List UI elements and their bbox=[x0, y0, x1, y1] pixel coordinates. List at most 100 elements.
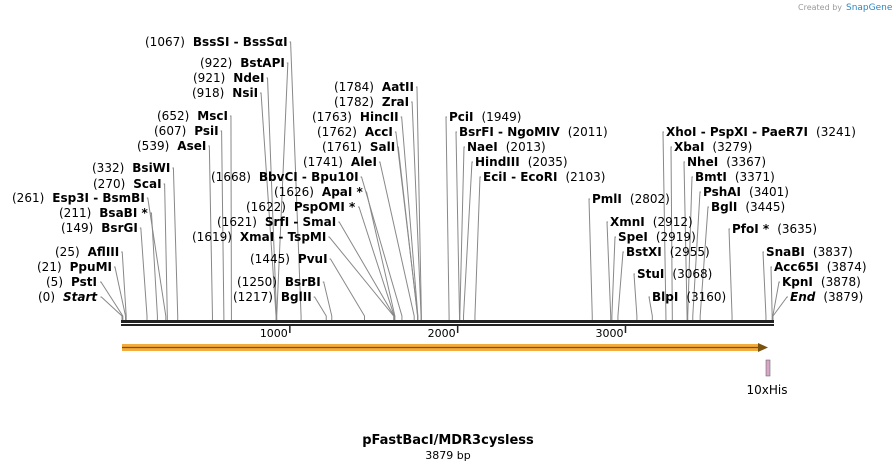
site-label[interactable]: (25)AflIII bbox=[55, 245, 119, 259]
site-label[interactable]: (921)NdeI bbox=[193, 71, 265, 85]
site-text[interactable]: (922)BstAPI bbox=[200, 56, 285, 70]
site-text[interactable]: SnaBI(3837) bbox=[766, 245, 853, 259]
site-text[interactable]: PmlI(2802) bbox=[592, 192, 670, 206]
site-text[interactable]: (1217)BglII bbox=[233, 290, 312, 304]
site-text[interactable]: (607)PsiI bbox=[154, 124, 219, 138]
site-text[interactable]: (1761)SalI bbox=[322, 140, 395, 154]
site-text[interactable]: (1784)AatII bbox=[334, 80, 414, 94]
site-label[interactable]: SnaBI(3837) bbox=[766, 245, 853, 259]
site-label[interactable]: (1762)AccI bbox=[317, 125, 393, 139]
site-text[interactable]: (261)Esp3I - BsmBI bbox=[12, 191, 145, 205]
site-label[interactable]: (918)NsiI bbox=[192, 86, 258, 100]
site-label[interactable]: EciI - EcoRI(2103) bbox=[483, 170, 605, 184]
site-label[interactable]: (21)PpuMI bbox=[37, 260, 112, 274]
site-text[interactable]: (1626)ApaI * bbox=[274, 185, 364, 199]
site-label[interactable]: NheI(3367) bbox=[687, 155, 766, 169]
site-text[interactable]: XbaI(3279) bbox=[674, 140, 752, 154]
site-text[interactable]: BmtI(3371) bbox=[695, 170, 775, 184]
site-label[interactable]: XbaI(3279) bbox=[674, 140, 752, 154]
site-text[interactable]: XhoI - PspXI - PaeR7I(3241) bbox=[666, 125, 856, 139]
site-label[interactable]: StuI(3068) bbox=[637, 267, 712, 281]
site-label[interactable]: KpnI(3878) bbox=[782, 275, 861, 289]
site-label[interactable]: PmlI(2802) bbox=[592, 192, 670, 206]
site-label[interactable]: (1782)ZraI bbox=[334, 95, 409, 109]
site-text[interactable]: HindIII(2035) bbox=[475, 155, 568, 169]
site-label[interactable]: (1784)AatII bbox=[334, 80, 414, 94]
site-text[interactable]: (1445)PvuI bbox=[250, 252, 328, 266]
site-text[interactable]: EciI - EcoRI(2103) bbox=[483, 170, 605, 184]
site-label[interactable]: PshAI(3401) bbox=[703, 185, 789, 199]
site-label[interactable]: (1763)HincII bbox=[312, 110, 399, 124]
site-text[interactable]: (21)PpuMI bbox=[37, 260, 112, 274]
site-text[interactable]: (25)AflIII bbox=[55, 245, 119, 259]
site-label[interactable]: PciI(1949) bbox=[449, 110, 521, 124]
site-text[interactable]: (652)MscI bbox=[157, 109, 228, 123]
site-text[interactable]: PciI(1949) bbox=[449, 110, 521, 124]
site-text[interactable]: SpeI(2919) bbox=[618, 230, 696, 244]
site-text[interactable]: (539)AseI bbox=[137, 139, 206, 153]
site-label[interactable]: SpeI(2919) bbox=[618, 230, 696, 244]
site-label[interactable]: (1621)SrfI - SmaI bbox=[217, 215, 336, 229]
site-label[interactable]: (1626)ApaI * bbox=[274, 185, 364, 199]
site-text[interactable]: (1622)PspOMI * bbox=[246, 200, 356, 214]
site-text[interactable]: StuI(3068) bbox=[637, 267, 712, 281]
site-label[interactable]: NaeI(2013) bbox=[467, 140, 546, 154]
site-text[interactable]: (1067)BssSI - BssSαI bbox=[145, 35, 288, 49]
site-label[interactable]: End(3879) bbox=[790, 290, 863, 304]
site-label[interactable]: XmnI(2912) bbox=[610, 215, 693, 229]
site-label[interactable]: BstXI(2955) bbox=[626, 245, 710, 259]
site-text[interactable]: PfoI *(3635) bbox=[732, 222, 817, 236]
site-text[interactable]: (1782)ZraI bbox=[334, 95, 409, 109]
site-label[interactable]: (1445)PvuI bbox=[250, 252, 328, 266]
site-text[interactable]: NaeI(2013) bbox=[467, 140, 546, 154]
site-label[interactable]: (270)ScaI bbox=[93, 177, 162, 191]
site-text[interactable]: (1619)XmaI - TspMI bbox=[192, 230, 326, 244]
site-label[interactable]: (1250)BsrBI bbox=[237, 275, 321, 289]
site-label[interactable]: (652)MscI bbox=[157, 109, 228, 123]
site-label[interactable]: (1761)SalI bbox=[322, 140, 395, 154]
site-label[interactable]: (607)PsiI bbox=[154, 124, 219, 138]
site-label[interactable]: (0)Start bbox=[38, 290, 98, 304]
site-label[interactable]: (5)PstI bbox=[46, 275, 97, 289]
site-text[interactable]: BsrFI - NgoMIV(2011) bbox=[459, 125, 608, 139]
site-text[interactable]: (270)ScaI bbox=[93, 177, 162, 191]
site-text[interactable]: (5)PstI bbox=[46, 275, 97, 289]
site-text[interactable]: (1762)AccI bbox=[317, 125, 393, 139]
site-label[interactable]: BlpI(3160) bbox=[652, 290, 726, 304]
site-text[interactable]: End(3879) bbox=[790, 290, 863, 304]
site-label[interactable]: BglI(3445) bbox=[711, 200, 785, 214]
site-text[interactable]: (921)NdeI bbox=[193, 71, 265, 85]
site-label[interactable]: Acc65I(3874) bbox=[774, 260, 867, 274]
site-label[interactable]: (1622)PspOMI * bbox=[246, 200, 356, 214]
site-text[interactable]: (1668)BbvCI - Bpu10I bbox=[211, 170, 359, 184]
site-label[interactable]: (261)Esp3I - BsmBI bbox=[12, 191, 145, 205]
site-text[interactable]: (1250)BsrBI bbox=[237, 275, 321, 289]
site-text[interactable]: (1621)SrfI - SmaI bbox=[217, 215, 336, 229]
site-label[interactable]: (1217)BglII bbox=[233, 290, 312, 304]
site-text[interactable]: PshAI(3401) bbox=[703, 185, 789, 199]
site-text[interactable]: (0)Start bbox=[38, 290, 98, 304]
site-label[interactable]: XhoI - PspXI - PaeR7I(3241) bbox=[666, 125, 856, 139]
site-text[interactable]: BstXI(2955) bbox=[626, 245, 710, 259]
site-text[interactable]: (918)NsiI bbox=[192, 86, 258, 100]
site-text[interactable]: BglI(3445) bbox=[711, 200, 785, 214]
site-label[interactable]: BsrFI - NgoMIV(2011) bbox=[459, 125, 608, 139]
site-label[interactable]: HindIII(2035) bbox=[475, 155, 568, 169]
site-text[interactable]: BlpI(3160) bbox=[652, 290, 726, 304]
site-label[interactable]: (1067)BssSI - BssSαI bbox=[145, 35, 288, 49]
site-text[interactable]: KpnI(3878) bbox=[782, 275, 861, 289]
site-label[interactable]: (539)AseI bbox=[137, 139, 206, 153]
site-text[interactable]: (211)BsaBI * bbox=[59, 206, 148, 220]
site-text[interactable]: (149)BsrGI bbox=[61, 221, 138, 235]
site-text[interactable]: NheI(3367) bbox=[687, 155, 766, 169]
site-label[interactable]: BmtI(3371) bbox=[695, 170, 775, 184]
site-label[interactable]: (922)BstAPI bbox=[200, 56, 285, 70]
site-label[interactable]: (1741)AleI bbox=[303, 155, 377, 169]
site-label[interactable]: (1668)BbvCI - Bpu10I bbox=[211, 170, 359, 184]
site-text[interactable]: (1741)AleI bbox=[303, 155, 377, 169]
site-label[interactable]: PfoI *(3635) bbox=[732, 222, 817, 236]
site-label[interactable]: (149)BsrGI bbox=[61, 221, 138, 235]
site-text[interactable]: (1763)HincII bbox=[312, 110, 399, 124]
site-text[interactable]: XmnI(2912) bbox=[610, 215, 693, 229]
site-text[interactable]: Acc65I(3874) bbox=[774, 260, 867, 274]
